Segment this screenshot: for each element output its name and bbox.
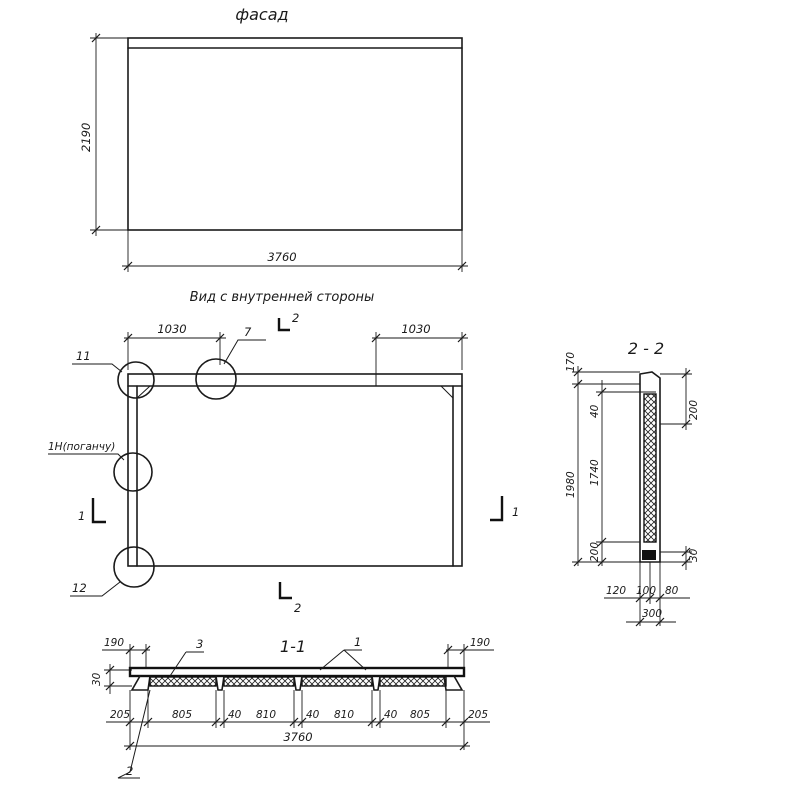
callout-11-label: 11 — [76, 349, 91, 363]
callout-circle-7 — [195, 358, 237, 400]
s11-seg-805-left: 805 — [172, 709, 192, 721]
leader-11 — [72, 363, 123, 373]
section-22-bottom-rib — [642, 550, 656, 560]
s11-seg-805-right: 805 — [410, 709, 430, 721]
s11-seg-40-1: 40 — [228, 709, 242, 721]
s11-insulation-3 — [301, 676, 373, 687]
callout-loop-label: 1Н(поганчу) — [48, 441, 115, 453]
inner-view-title: Вид с внутренней стороны — [190, 290, 375, 305]
section-22-insulation — [643, 393, 657, 543]
leader-2 — [117, 689, 151, 779]
s22-dim-300: 300 — [642, 608, 662, 620]
leader-7 — [223, 339, 266, 365]
s22-dim-80: 80 — [665, 585, 679, 597]
callout-circle-12 — [113, 546, 155, 588]
cut-11-left-label: 1 — [78, 509, 85, 523]
s11-seg-205-left: 205 — [110, 709, 130, 721]
s11-insulation-1 — [149, 676, 217, 687]
s11-slab — [128, 666, 466, 678]
callout-2-label: 2 — [126, 764, 133, 778]
s22-dim-170: 170 — [565, 352, 577, 372]
callout-circle-loop — [113, 452, 153, 492]
s22-dim-200-right: 200 — [688, 400, 700, 420]
s11-left-label: 30 — [91, 672, 103, 686]
section-1-1: 1-1 190 190 30 3 — [91, 635, 494, 779]
cut-22-top-mark — [277, 318, 290, 332]
s11-seg-40-3: 40 — [384, 709, 398, 721]
s11-seg-205-right: 205 — [468, 709, 488, 721]
s22-dim-120: 120 — [606, 585, 626, 597]
callout-1-label: 1 — [354, 635, 361, 649]
inner-dim-right-label: 1030 — [401, 322, 430, 336]
s11-seg-810-2: 810 — [334, 709, 354, 721]
s22-dim-200-left: 200 — [589, 542, 601, 562]
s11-right-rib — [443, 675, 464, 691]
leader-3 — [169, 651, 204, 677]
callout-3-label: 3 — [196, 637, 203, 651]
callout-7-label: 7 — [244, 325, 252, 339]
facade-outline — [127, 37, 463, 231]
facade-view: фасад 2190 3760 — [79, 5, 468, 272]
leader-1 — [319, 649, 367, 671]
s11-top-left-label: 190 — [104, 637, 124, 649]
s11-top-right-label: 190 — [470, 637, 490, 649]
s11-mid-rib-3 — [371, 675, 381, 691]
s11-insulation-4 — [379, 676, 447, 687]
s11-mid-rib-1 — [215, 675, 225, 691]
callout-12-label: 12 — [72, 581, 87, 595]
s22-dim-1740: 1740 — [589, 459, 601, 486]
cut-22-top-label: 2 — [292, 311, 299, 325]
inner-view: Вид с внутренней стороны 1030 1030 11 7 — [48, 290, 519, 615]
s11-mid-rib-2 — [293, 675, 303, 691]
cut-11-right-mark — [490, 496, 504, 522]
s11-seg-810-1: 810 — [256, 709, 276, 721]
inner-panel-outline — [127, 373, 463, 567]
s11-bottom-ticks — [125, 717, 469, 727]
s22-dim-100: 100 — [636, 585, 656, 597]
cut-11-right-label: 1 — [512, 505, 519, 519]
s11-left-rib — [130, 675, 151, 691]
s11-insulation-2 — [223, 676, 295, 687]
leader-12 — [70, 581, 121, 597]
leader-loop — [48, 453, 125, 461]
section-22-title: 2 - 2 — [628, 339, 664, 358]
callout-circle-11 — [117, 361, 155, 399]
s22-dim-1980: 1980 — [565, 471, 577, 498]
facade-height-label: 2190 — [79, 123, 93, 152]
s11-total-label: 3760 — [283, 730, 312, 744]
facade-title: фасад — [235, 5, 288, 24]
facade-width-label: 3760 — [267, 250, 296, 264]
s22-dim-30: 30 — [688, 548, 700, 562]
section-2-2: 2 - 2 170 40 1740 1980 200 200 — [565, 339, 700, 627]
cut-22-bottom-mark — [278, 582, 292, 600]
s11-seg-40-2: 40 — [306, 709, 320, 721]
s22-dim-40: 40 — [589, 404, 601, 418]
inner-dim-left-label: 1030 — [157, 322, 186, 336]
cut-11-left-mark — [91, 498, 106, 524]
section-11-title: 1-1 — [280, 637, 306, 656]
cut-22-bottom-label: 2 — [294, 601, 301, 615]
